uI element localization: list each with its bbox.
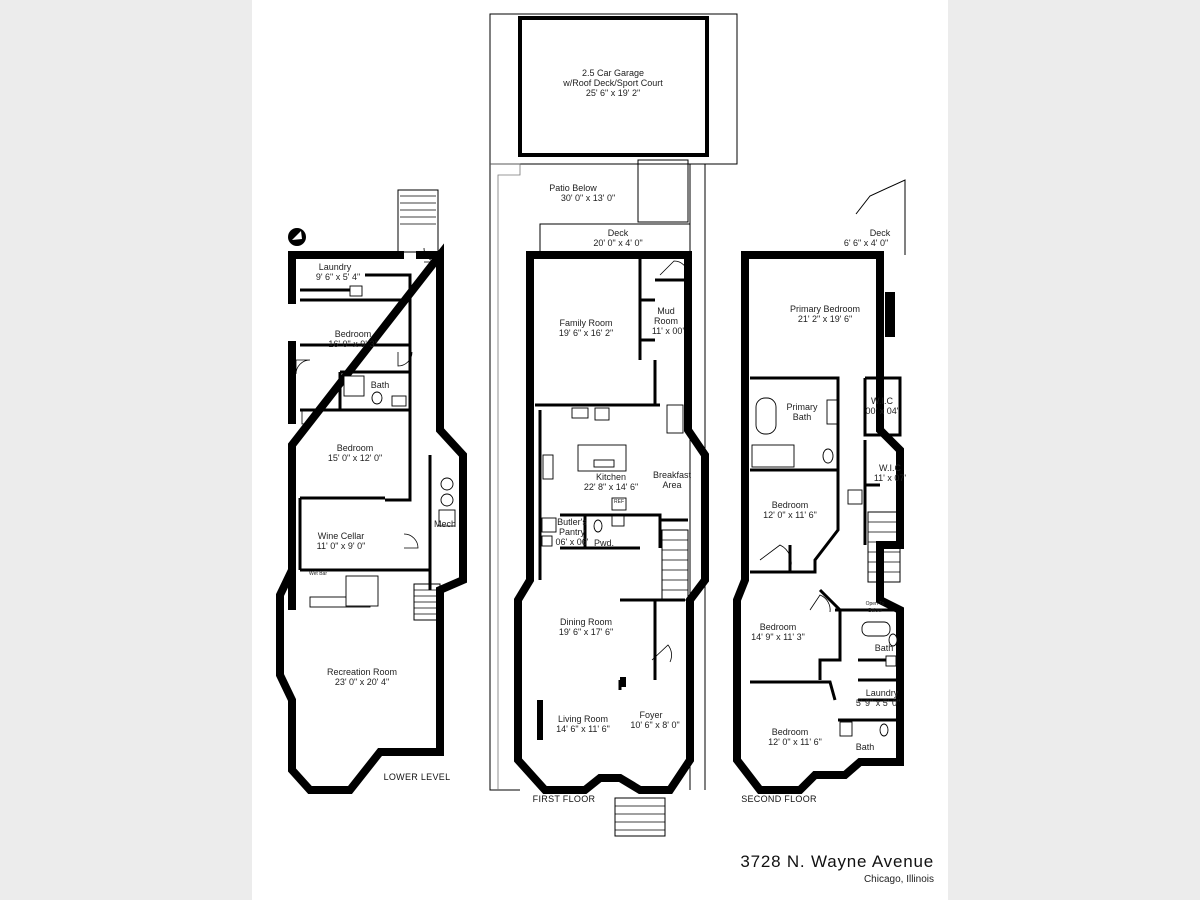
first-fixtures [541, 404, 684, 547]
bedroom-second-2-name: Bedroom [760, 622, 797, 632]
north-arrow-icon [288, 228, 306, 246]
wic-1-name: W.I.C [871, 396, 893, 406]
lower-fixtures [309, 285, 456, 608]
ref-label: REF [614, 499, 624, 505]
first-floor-label: FIRST FLOOR [533, 794, 596, 804]
bedroom-second-1-dims: 12' 0" x 11' 6" [763, 510, 817, 520]
recreation-dims: 23' 0" x 20' 4" [335, 677, 389, 687]
room-labels: 2.5 Car Garage w/Roof Deck/Sport Court 2… [309, 68, 906, 752]
bedroom-second-1-name: Bedroom [772, 500, 809, 510]
garage-name: 2.5 Car Garage [582, 68, 644, 78]
bath-lower-name: Bath [371, 380, 390, 390]
living-dims: 14' 6" x 11' 6" [556, 724, 610, 734]
lower-exterior-stair [400, 195, 436, 225]
pwd-name: Pwd. [594, 538, 614, 548]
lower-level-plan [276, 189, 467, 794]
lower-interior-stair [413, 583, 441, 621]
door-swings [295, 247, 831, 663]
bath-second-2-name: Bath [856, 742, 875, 752]
second-interior-stair [867, 511, 901, 583]
garage-line2: w/Roof Deck/Sport Court [562, 78, 663, 88]
lower-level-label: LOWER LEVEL [384, 772, 451, 782]
mech-name: Mech [434, 519, 456, 529]
bedroom-second-3-name: Bedroom [772, 727, 809, 737]
deck-second-name: Deck [870, 228, 891, 238]
laundry-lower-dims: 9' 6" x 5' 4" [316, 272, 360, 282]
foyer-name: Foyer [639, 710, 662, 720]
bedroom-lower-1-name: Bedroom [335, 329, 372, 339]
primary-bedroom-dims: 21' 2" x 19' 6" [798, 314, 852, 324]
second-floor-plan [733, 179, 906, 794]
address-street: 3728 N. Wayne Avenue [740, 852, 934, 871]
wine-cellar-name: Wine Cellar [318, 531, 365, 541]
dining-name: Dining Room [560, 617, 612, 627]
bedroom-second-2-dims: 14' 9" x 11' 3" [751, 632, 805, 642]
butlers-dims: 06' x 06' [556, 537, 589, 547]
garage-stair [637, 159, 689, 223]
kitchen-name: Kitchen [596, 472, 626, 482]
primary-bedroom-name: Primary Bedroom [790, 304, 860, 314]
first-floor-plan [514, 251, 709, 794]
breakfast-line2: Area [662, 480, 681, 490]
laundry-lower-name: Laundry [319, 262, 352, 272]
bedroom-lower-2-dims: 15' 0" x 12' 0" [328, 453, 382, 463]
first-interior-stair [661, 529, 689, 601]
wic-2-name: W.I.C [879, 463, 901, 473]
family-dims: 19' 6" x 16' 2" [559, 328, 613, 338]
bedroom-second-3-dims: 12' 0" x 11' 6" [768, 737, 822, 747]
wic-1-dims: 00' x 04' [866, 406, 899, 416]
front-entry-stair [614, 797, 666, 837]
laundry-second-dims: 5' 9" x 5' 0" [856, 698, 900, 708]
wet-bar-name: Wet Bar [309, 571, 327, 577]
patio-dims: 30' 0" x 13' 0" [561, 193, 615, 203]
second-fixtures [751, 397, 898, 737]
patio-name: Patio Below [549, 183, 597, 193]
mud-line2: Room [654, 316, 678, 326]
bath-second-1-name: Bath [875, 643, 894, 653]
floor-labels: LOWER LEVEL FIRST FLOOR SECOND FLOOR [384, 772, 817, 804]
deck-first-name: Deck [608, 228, 629, 238]
bedroom-lower-2-name: Bedroom [337, 443, 374, 453]
kitchen-dims: 22' 8" x 14' 6" [584, 482, 638, 492]
primary-bath-name: Primary [787, 402, 818, 412]
mud-dims: 11' x 00' [652, 326, 685, 336]
mud-name: Mud [657, 306, 675, 316]
deck-first-dims: 20' 0" x 4' 0" [593, 238, 642, 248]
second-floor-label: SECOND FLOOR [741, 794, 817, 804]
laundry-second-name: Laundry [866, 688, 899, 698]
open-to-below-line2: Below [868, 608, 882, 614]
open-to-below-name: Open To [866, 601, 885, 607]
butlers-line2: Pantry [559, 527, 586, 537]
patio-outline [539, 223, 690, 255]
wine-cellar-dims: 11' 0" x 9' 0" [317, 541, 366, 551]
garage-dims: 25' 6" x 19' 2" [586, 88, 640, 98]
primary-bath-line2: Bath [793, 412, 812, 422]
wic-2-dims: 11' x 07' [874, 473, 907, 483]
deck-second-dims: 6' 6" x 4' 0" [844, 238, 888, 248]
family-name: Family Room [559, 318, 612, 328]
dining-dims: 19' 6" x 17' 6" [559, 627, 613, 637]
butlers-name: Butler's [557, 517, 587, 527]
breakfast-name: Breakfast [653, 470, 692, 480]
recreation-name: Recreation Room [327, 667, 397, 677]
living-name: Living Room [558, 714, 608, 724]
foyer-dims: 10' 6" x 8' 0" [630, 720, 679, 730]
bedroom-lower-1-dims: 16' 0" x 9' 3" [328, 339, 377, 349]
address-city: Chicago, Illinois [863, 874, 934, 885]
